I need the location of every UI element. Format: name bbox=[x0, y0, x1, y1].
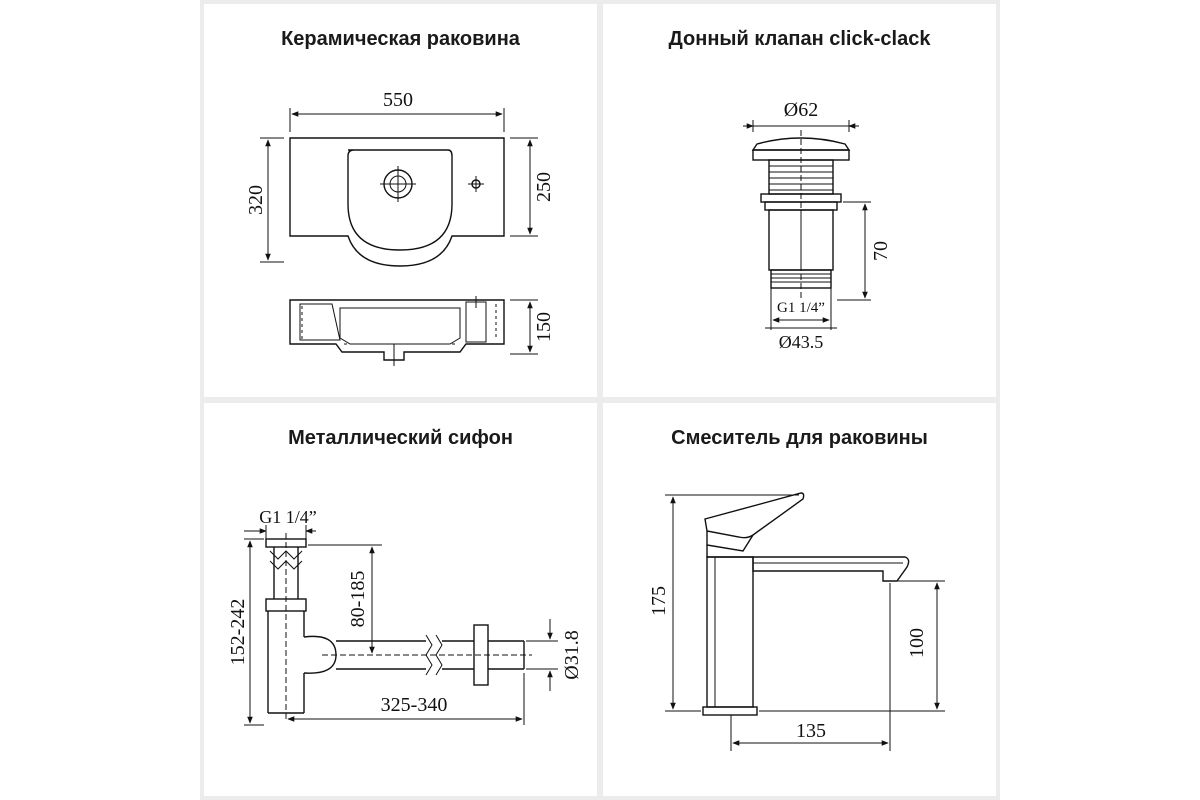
dimension-pipe-diameter: Ø31.8 bbox=[526, 619, 583, 691]
siphon-drawing: G1 1/4” bbox=[227, 507, 583, 726]
dim-label-150: 150 bbox=[533, 312, 555, 342]
panel-title-siphon: Металлический сифон bbox=[288, 427, 513, 449]
faucet-body bbox=[702, 492, 910, 716]
dim-label-80-185: 80-185 bbox=[347, 571, 369, 628]
dim-label-152-242: 152-242 bbox=[227, 599, 249, 666]
dim-label-thread: G1 1/4” bbox=[259, 507, 317, 527]
dim-label-diameter-43: Ø43.5 bbox=[779, 332, 824, 352]
dimension-length-range: 325-340 bbox=[287, 673, 525, 725]
panel-title-sink: Керамическая раковина bbox=[281, 28, 520, 50]
dimension-thread: G1 1/4” bbox=[244, 507, 317, 543]
dimension-total-height: 175 bbox=[648, 494, 799, 712]
panel-title-faucet: Смеситель для раковины bbox=[671, 427, 928, 449]
sink-drawing: 550 320 250 bbox=[245, 89, 555, 366]
dimension-top-diameter: Ø62 bbox=[743, 99, 859, 132]
dim-label-70: 70 bbox=[870, 241, 892, 261]
dimension-thread: G1 1/4” bbox=[770, 288, 832, 330]
panel-click-clack-valve: Донный клапан click-clack Ø62 bbox=[603, 4, 996, 397]
dimension-bottom-diameter: Ø43.5 bbox=[765, 327, 837, 352]
faucet-drawing: 175 100 135 bbox=[648, 492, 945, 751]
panel-basin-faucet: Смеситель для раковины bbox=[603, 403, 996, 796]
dim-label-diameter-31-8: Ø31.8 bbox=[561, 630, 583, 679]
panel-ceramic-sink: Керамическая раковина bbox=[204, 4, 597, 397]
dimension-spout-reach: 135 bbox=[730, 583, 891, 751]
dim-label-100: 100 bbox=[906, 628, 928, 658]
dim-label-thread: G1 1/4” bbox=[777, 300, 825, 316]
dimension-width: 550 bbox=[289, 89, 505, 132]
dim-label-diameter-62: Ø62 bbox=[784, 99, 818, 121]
dim-label-550: 550 bbox=[383, 89, 413, 111]
dimension-spout-height: 100 bbox=[759, 580, 945, 712]
dim-label-320: 320 bbox=[245, 185, 267, 215]
siphon-body bbox=[265, 533, 532, 721]
sink-top-view bbox=[289, 137, 505, 267]
dim-label-250: 250 bbox=[533, 172, 555, 202]
dim-label-175: 175 bbox=[648, 586, 670, 616]
dimension-bowl-depth: 250 bbox=[510, 137, 555, 237]
panel-title-valve: Донный клапан click-clack bbox=[668, 28, 931, 50]
dim-label-135: 135 bbox=[796, 720, 826, 742]
panel-metal-siphon: Металлический сифон G1 1/4” bbox=[204, 403, 597, 796]
dimension-depth: 320 bbox=[245, 137, 284, 263]
dim-label-325-340: 325-340 bbox=[381, 694, 448, 716]
sink-side-section bbox=[289, 296, 505, 366]
dimension-outlet-height: 80-185 bbox=[308, 544, 382, 654]
valve-drawing: Ø62 bbox=[743, 99, 892, 352]
dimension-height-70: 70 bbox=[837, 201, 892, 301]
dimension-height-range: 152-242 bbox=[227, 538, 264, 726]
valve-body bbox=[751, 130, 851, 298]
panel-grid: Керамическая раковина bbox=[200, 0, 1000, 800]
dimension-height: 150 bbox=[510, 299, 555, 355]
